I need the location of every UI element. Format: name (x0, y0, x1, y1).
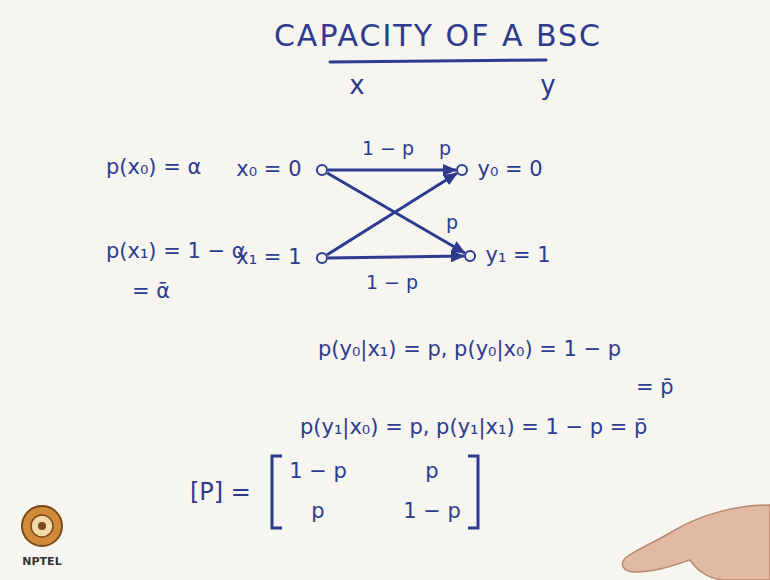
matrix-bracket (272, 456, 282, 528)
transition-probability: p (437, 138, 453, 159)
channel-transition (327, 173, 457, 255)
matrix-cell: p (311, 499, 324, 524)
input-symbol: x (349, 70, 364, 101)
symbol-label: y₁ = 1 (486, 243, 551, 268)
transition-probability: 1 − p (364, 272, 420, 293)
terminal-circle: y₁ = 1 (464, 250, 476, 262)
equation: = p̄ (636, 375, 674, 400)
terminal-circle: x₁ = 1 (316, 252, 328, 264)
matrix-bracket (468, 456, 478, 528)
presenter-hand (622, 505, 770, 580)
probability-note: p(x₁) = 1 − α (106, 239, 246, 264)
title-underline (330, 60, 546, 62)
equation: p(y₀|x₁) = p, p(y₀|x₀) = 1 − p (318, 337, 621, 362)
diagram-title: CAPACITY OF A BSC (274, 18, 602, 54)
symbol-label: x₁ = 1 (236, 245, 301, 270)
transition-probability: p (444, 212, 460, 233)
symbol-label: y₀ = 0 (478, 157, 543, 182)
channel-transition (328, 169, 456, 172)
matrix-cell: 1 − p (403, 499, 461, 524)
terminal-circle: y₀ = 0 (456, 164, 468, 176)
logo-emblem (22, 506, 62, 546)
symbol-label: x₀ = 0 (236, 157, 301, 182)
matrix-cell: 1 − p (289, 459, 347, 484)
logo-text: NPTEL (22, 555, 61, 568)
equation: p(y₁|x₀) = p, p(y₁|x₁) = 1 − p = p̄ (300, 415, 647, 440)
matrix-cell: p (425, 459, 438, 484)
terminal-circle: x₀ = 0 (316, 164, 328, 176)
probability-note: = ᾱ (132, 279, 170, 304)
channel-transition (328, 256, 464, 258)
transition-probability: 1 − p (360, 138, 416, 159)
matrix-name: [P] = (190, 478, 251, 507)
probability-note: p(x₀) = α (106, 155, 201, 180)
output-symbol: y (540, 70, 555, 101)
